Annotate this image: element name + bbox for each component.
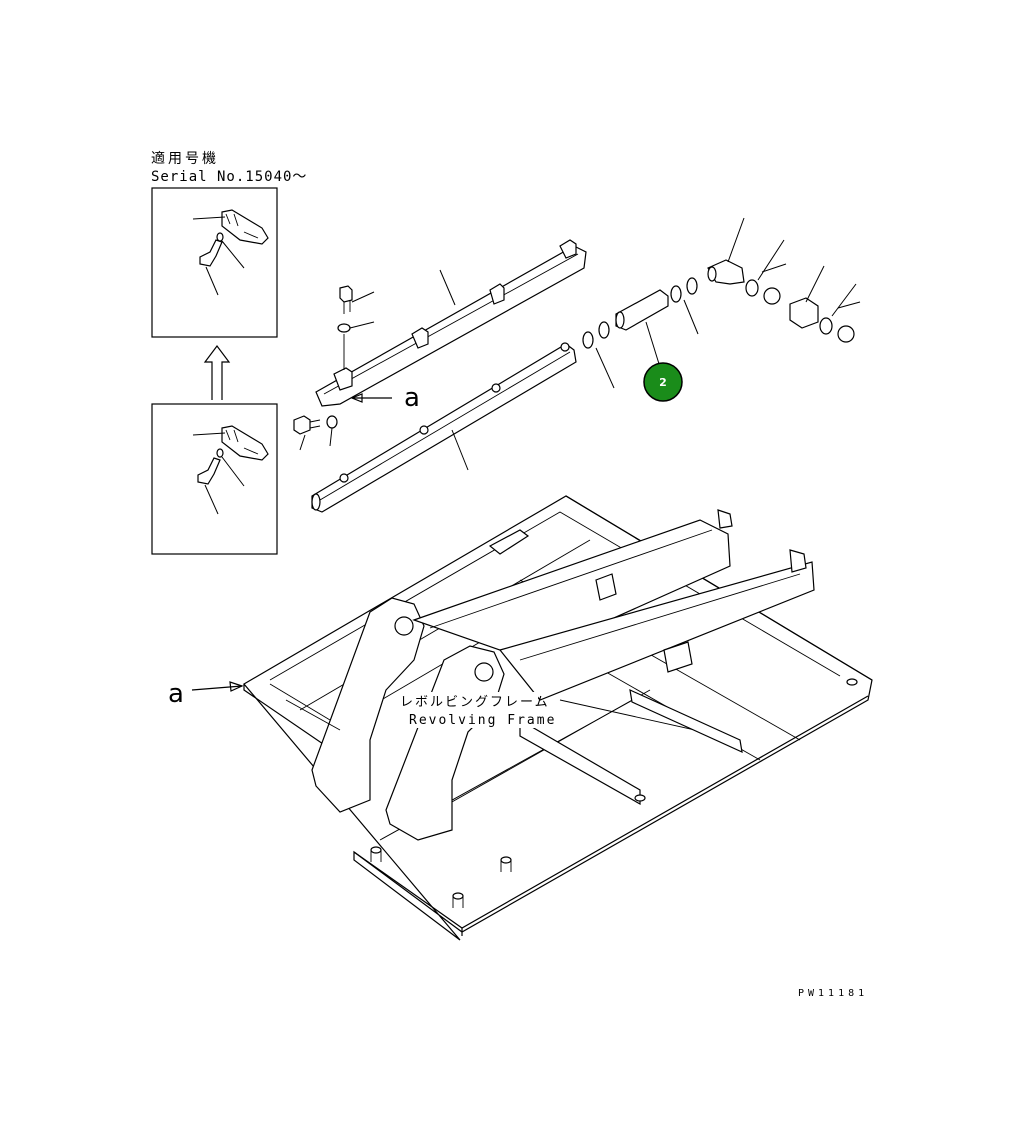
long-pipe bbox=[311, 342, 577, 513]
applicability-label: 適用号機 bbox=[151, 150, 219, 167]
callout-item-2[interactable]: 2 bbox=[643, 362, 683, 402]
hose-clamps bbox=[670, 277, 699, 335]
reference-arrow-a-top: a bbox=[350, 383, 420, 413]
drawing-code: PW11181 bbox=[798, 988, 868, 999]
inset-new-bracket bbox=[151, 187, 278, 338]
callout-number: 2 bbox=[659, 376, 667, 389]
frame-label-bg bbox=[398, 692, 538, 728]
serial-label: Serial No.15040～ bbox=[151, 169, 307, 185]
right-clamps-sleeve bbox=[745, 239, 861, 343]
frame-label-jp: レボルビングフレーム bbox=[400, 695, 550, 710]
upgrade-arrow-icon bbox=[203, 345, 231, 400]
reference-arrow-a-bottom: a bbox=[168, 679, 244, 709]
bolt-side bbox=[293, 415, 338, 451]
inset-old-bracket bbox=[151, 403, 278, 555]
revolving-frame bbox=[243, 495, 873, 941]
hose bbox=[615, 289, 669, 381]
reference-letter-bottom: a bbox=[168, 679, 184, 709]
pipe-clamps-left bbox=[582, 321, 615, 389]
elbow-fitting bbox=[707, 217, 745, 285]
frame-label-en: Revolving Frame bbox=[409, 713, 556, 728]
bolt-upper bbox=[337, 285, 375, 370]
reference-letter-top: a bbox=[404, 383, 420, 413]
upper-rail-bracket bbox=[315, 239, 587, 407]
